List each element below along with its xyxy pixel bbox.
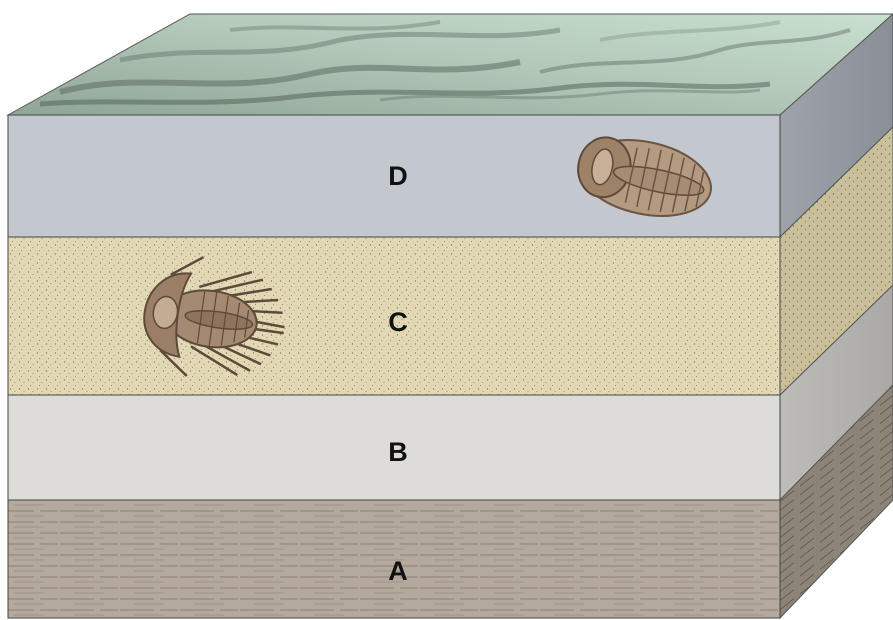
side-face [780,14,893,618]
layer-c-label: C [368,309,428,336]
layer-a-label: A [368,558,428,585]
layer-d-label: D [368,163,428,190]
layer-b-label: B [368,439,428,466]
top-surface [8,14,893,115]
